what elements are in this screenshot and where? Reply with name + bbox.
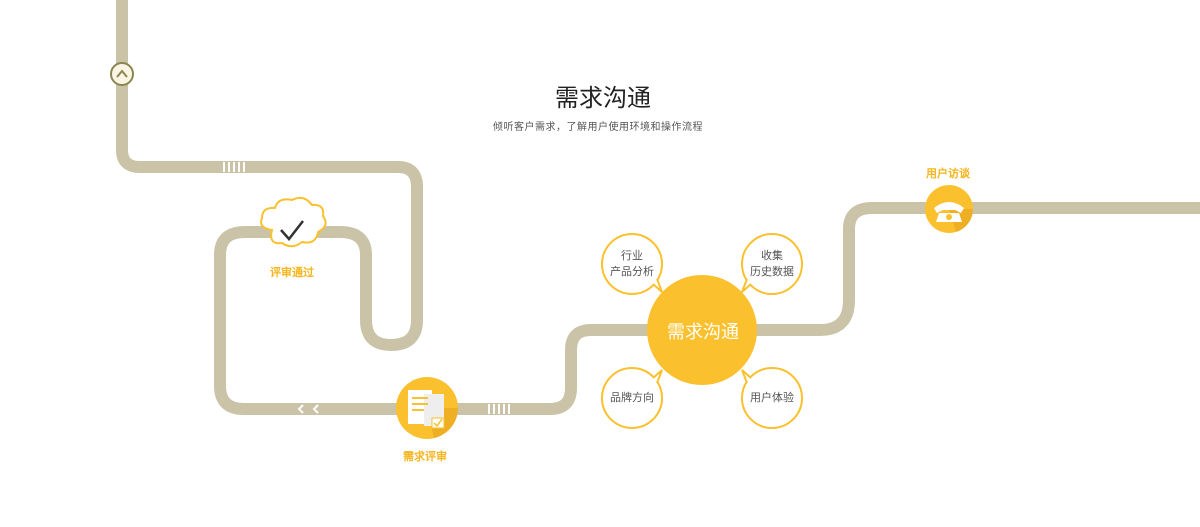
center-label: 需求沟通 [667,322,739,342]
bubble-industry-line1: 行业 [621,250,643,262]
bubble-brand-line1: 品牌方向 [610,392,654,404]
road-markings-top [223,162,245,172]
bubble-history-line1: 收集 [761,250,783,262]
bubble-experience [741,367,803,429]
road-markings-bottom [488,404,510,414]
back-chevrons-icon [297,404,319,414]
bubble-industry-line2: 产品分析 [610,266,654,278]
bubble-brand [601,367,663,429]
up-arrow-icon [110,62,134,86]
bubble-history [741,233,803,295]
step-label-review-pass: 评审通过 [270,267,314,279]
bubble-industry-text: 行业 产品分析 [602,248,662,280]
telephone-icon [925,185,974,233]
document-check-icon [396,377,458,439]
checkmark-icon [280,220,304,241]
center-circle [647,275,757,385]
review-pass-cloud [260,196,327,248]
bubble-history-text: 收集 历史数据 [742,248,802,280]
bubble-experience-text: 用户体验 [742,390,802,406]
bubble-brand-text: 品牌方向 [602,390,662,406]
process-road [116,0,1200,415]
bubble-experience-line1: 用户体验 [750,392,794,404]
step-label-requirement-review: 需求评审 [403,451,447,463]
page-subtitle: 倾听客户需求，了解用户使用环境和操作流程 [493,122,703,133]
bubble-history-line2: 历史数据 [750,266,794,278]
page-title: 需求沟通 [555,85,651,112]
bubble-industry [601,233,663,295]
step-label-user-interview: 用户访谈 [926,168,970,180]
